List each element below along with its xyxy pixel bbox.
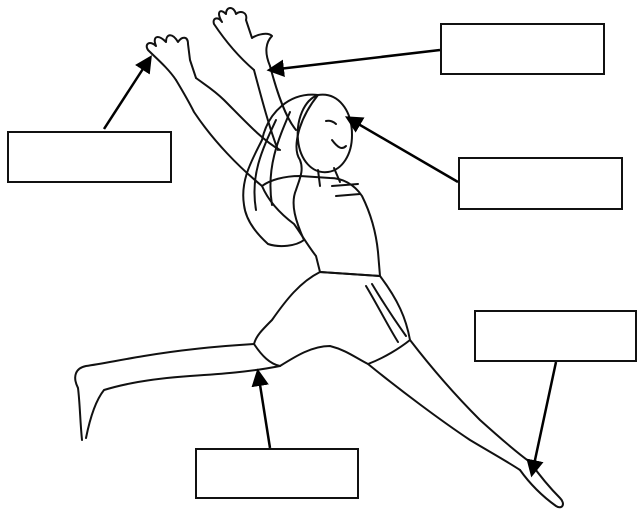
hair bbox=[243, 95, 318, 246]
label-box-leg[interactable] bbox=[195, 448, 359, 499]
label-box-head[interactable] bbox=[458, 157, 623, 210]
shorts bbox=[254, 272, 410, 366]
upper-hand bbox=[214, 8, 272, 70]
arrow-to-head bbox=[348, 118, 458, 182]
label-box-foot[interactable] bbox=[474, 310, 637, 362]
front-foot bbox=[520, 462, 563, 507]
left-hand bbox=[147, 35, 196, 80]
arrow-to-hand bbox=[104, 58, 150, 129]
arrow-to-arm bbox=[270, 50, 440, 70]
label-box-hand[interactable] bbox=[7, 131, 172, 183]
head bbox=[298, 95, 352, 173]
torso bbox=[262, 176, 380, 276]
back-leg bbox=[75, 344, 280, 440]
arrow-to-leg bbox=[258, 372, 270, 448]
label-box-arm[interactable] bbox=[440, 23, 605, 75]
arrow-to-foot bbox=[532, 362, 556, 474]
raised-arm bbox=[254, 66, 296, 150]
